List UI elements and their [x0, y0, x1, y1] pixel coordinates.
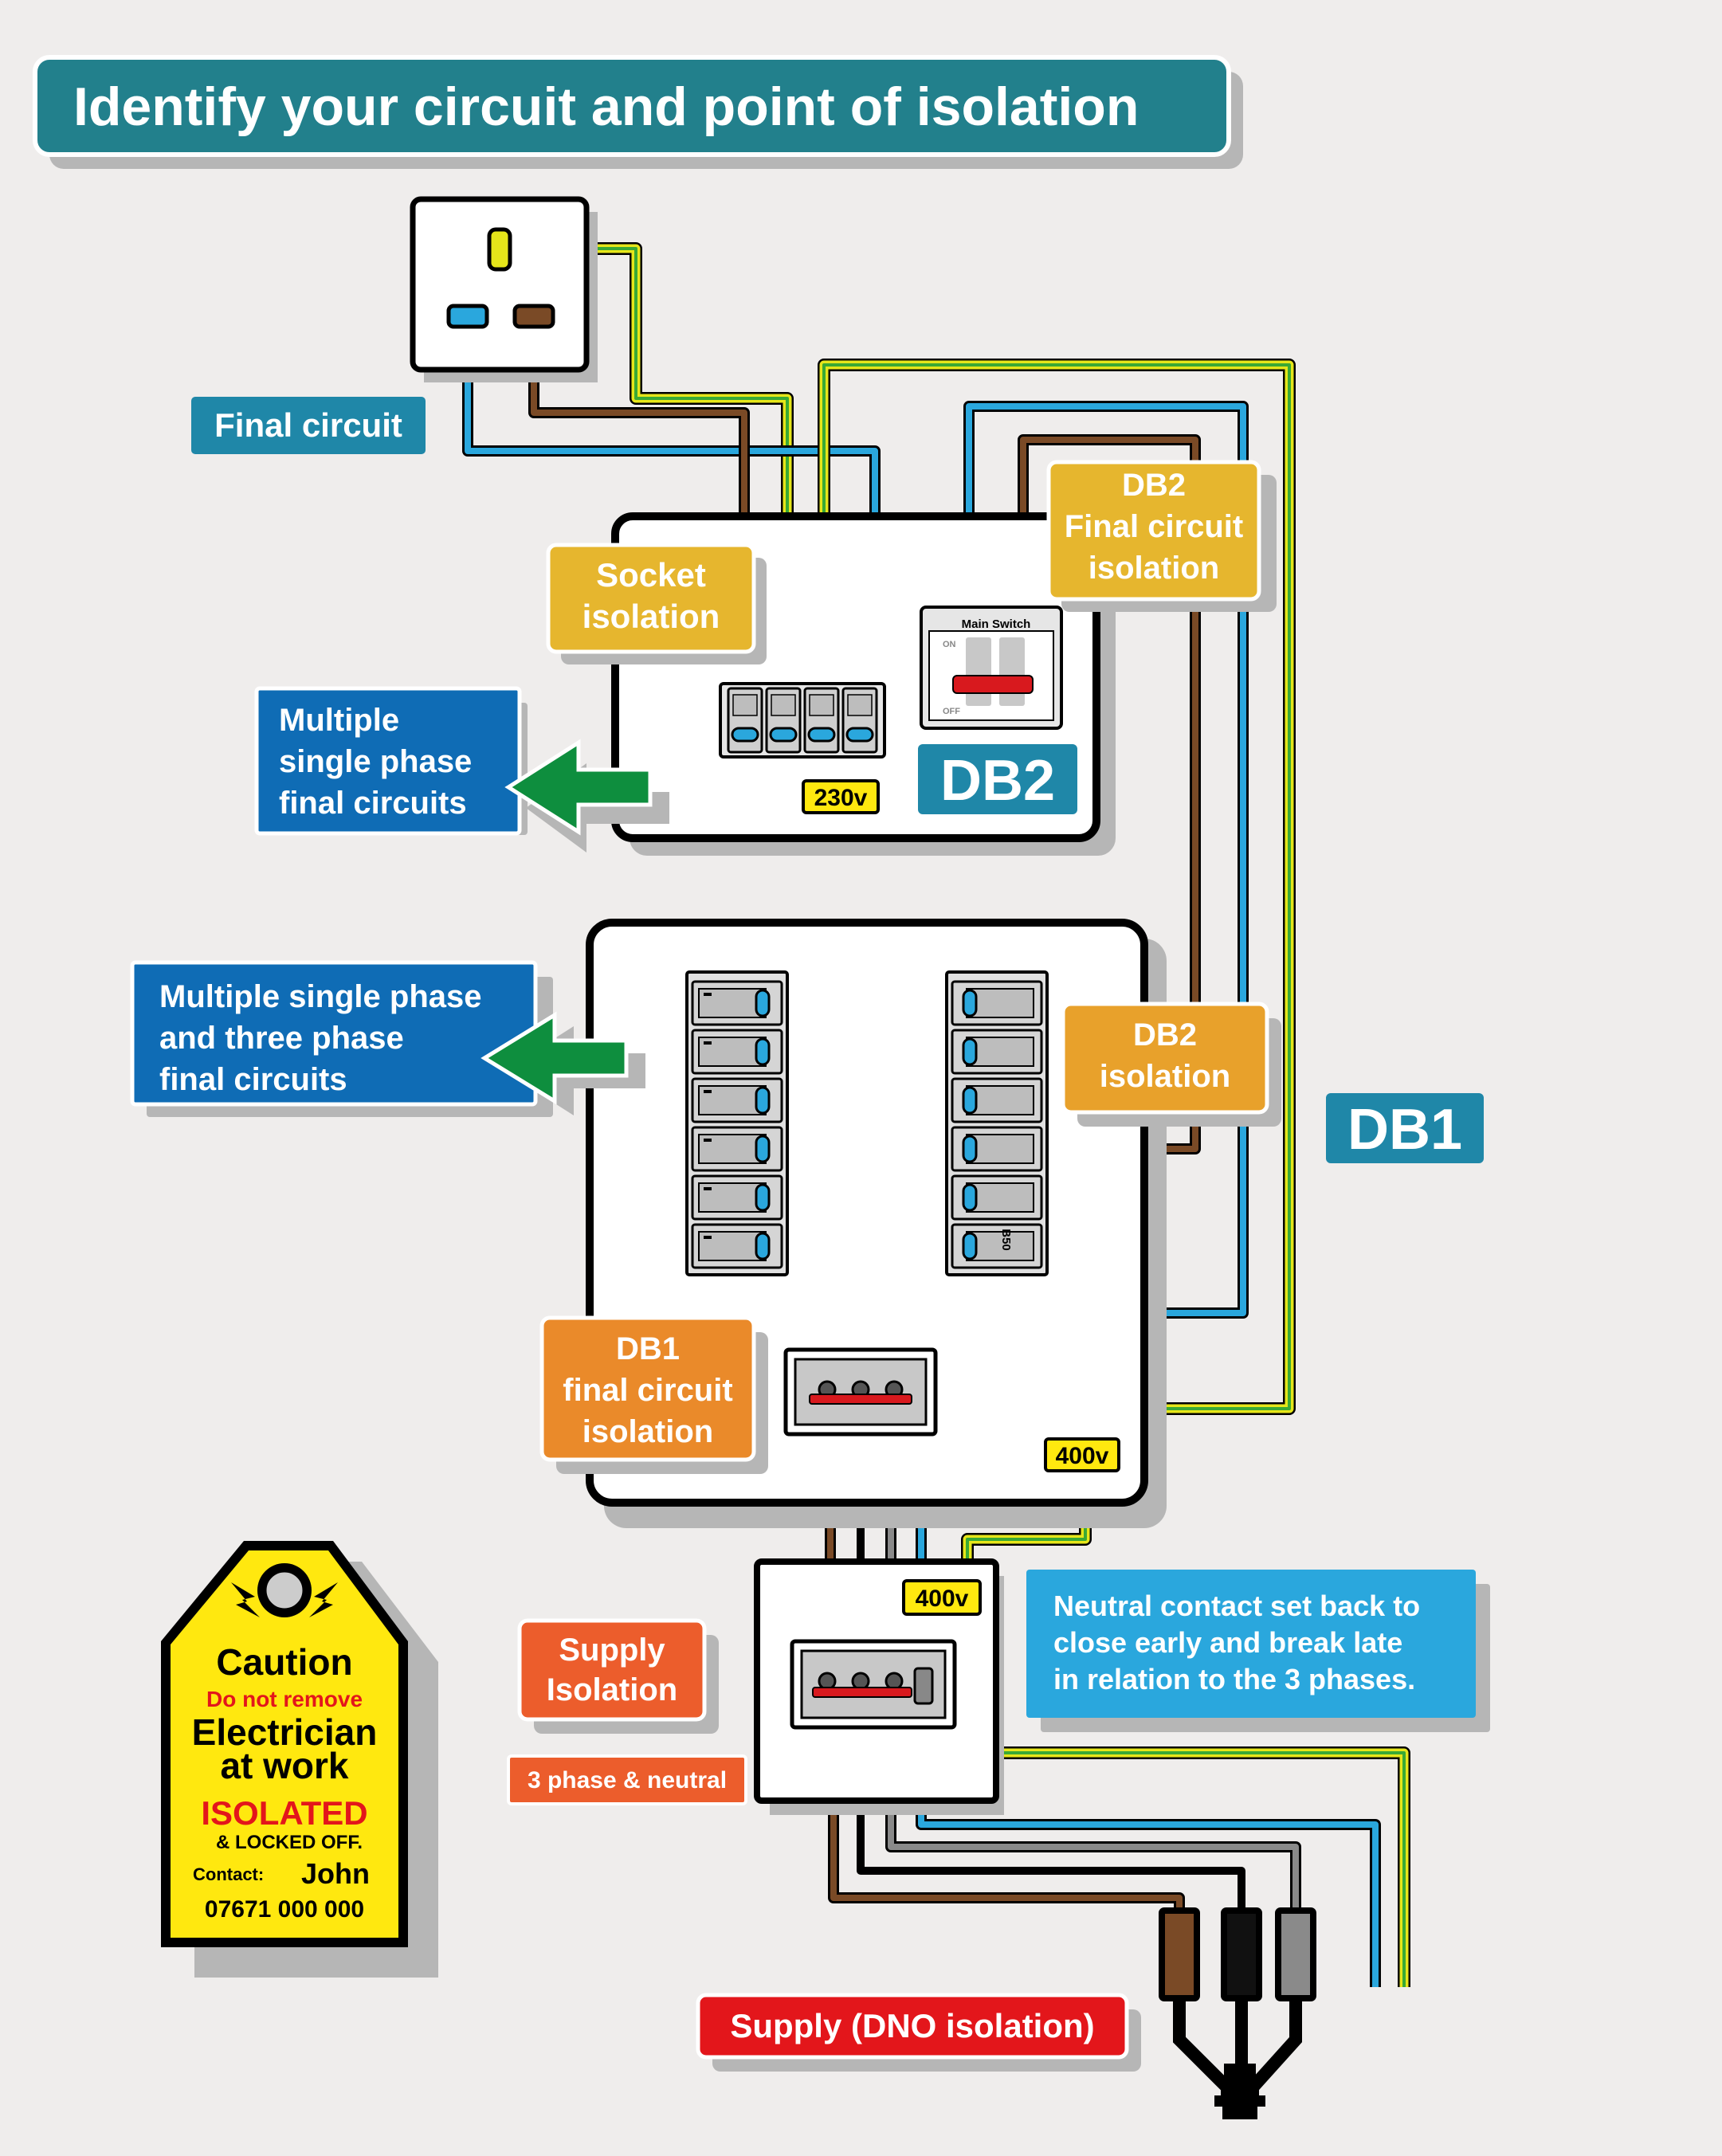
db1-voltage-badge — [1044, 1437, 1120, 1472]
db2-mcb — [727, 687, 763, 754]
db1-final-iso-text-3: isolation — [582, 1414, 713, 1449]
supply-isolator: 400v — [754, 1558, 1004, 1815]
neutral-note-text-3: in relation to the 3 phases. — [1053, 1663, 1415, 1695]
dno-supply-cable — [1159, 1907, 1316, 2119]
db1-multi-text-3: final circuits — [159, 1062, 347, 1097]
db2-mcb — [765, 687, 802, 754]
db1-right-mcb — [951, 1126, 1043, 1172]
tag-caution-text: Caution — [216, 1641, 352, 1683]
tag-phone-text: 07671 000 000 — [205, 1896, 364, 1923]
supply-isolation-text-2: Isolation — [547, 1672, 677, 1707]
db1-left-mcb — [691, 1126, 783, 1172]
socket-neutral-pin — [446, 304, 489, 329]
db2-final-iso-text-1: DB2 — [1122, 468, 1186, 503]
db2-mcb-bank — [719, 682, 886, 759]
db2-voltage-badge — [802, 779, 880, 814]
lightning-bolt-right-icon — [309, 1582, 338, 1617]
tag-do-not-remove-text: Do not remove — [206, 1687, 363, 1711]
db2-voltage-text: 230v — [814, 785, 868, 811]
db2-final-iso-text-2: Final circuit — [1065, 509, 1244, 544]
db1-multi-text-1: Multiple single phase — [159, 979, 482, 1014]
db2-name-text: DB2 — [940, 749, 1055, 813]
main-switch-on-label: ON — [943, 640, 956, 649]
dno-isolation-label — [696, 1993, 1129, 2060]
final-circuit-text: Final circuit — [214, 406, 402, 444]
dno-isolation-text: Supply (DNO isolation) — [730, 2007, 1094, 2044]
tag-contact-label: Contact: — [193, 1864, 264, 1884]
db1-final-circuit-isolation-label — [539, 1315, 756, 1462]
caution-lockout-tag: Caution Do not remove Electrician at wor… — [161, 1541, 438, 1978]
supply-isolation-text-1: Supply — [559, 1633, 665, 1668]
db1-left-mcb — [691, 1223, 783, 1269]
db1-right-mcb — [951, 1029, 1043, 1075]
socket-isolation-label — [546, 543, 756, 654]
neutral-note-text-2: close early and break late — [1053, 1626, 1402, 1659]
tag-line1-text: Electrician — [192, 1711, 378, 1753]
db1-final-iso-text-2: final circuit — [563, 1373, 732, 1408]
db1-left-mcb — [691, 1029, 783, 1075]
db1-left-mcb — [691, 980, 783, 1026]
db1-right-mcb — [951, 980, 1043, 1026]
db2-multiple-circuits-label — [254, 686, 522, 836]
db2-multi-text-1: Multiple — [279, 703, 399, 738]
db2-final-iso-text-3: isolation — [1089, 551, 1219, 586]
main-switch-handle — [952, 675, 1034, 694]
socket-isolation-text-1: Socket — [596, 556, 706, 594]
breaker-rating-text: B50 — [999, 1229, 1013, 1251]
db1-name-badge — [1326, 1093, 1484, 1163]
db1-left-mcb — [691, 1174, 783, 1221]
page-title: Identify your circuit and point of isola… — [73, 76, 1139, 137]
supply-voltage-text: 400v — [916, 1586, 969, 1612]
db1-final-iso-text-1: DB1 — [616, 1331, 680, 1366]
tag-eyelet-icon — [264, 1570, 305, 1611]
db1-right-mcb — [951, 1174, 1043, 1221]
db2-mcb — [841, 687, 878, 754]
final-circuit-label — [191, 397, 426, 454]
db1-left-mcb — [691, 1077, 783, 1123]
neutral-note-text-1: Neutral contact set back to — [1053, 1590, 1420, 1622]
main-switch-off-label: OFF — [943, 707, 960, 716]
socket-isolation-text-2: isolation — [582, 598, 720, 635]
tag-line2-text: at work — [220, 1745, 348, 1786]
tag-isolated-text: ISOLATED — [201, 1794, 367, 1832]
three-phase-neutral-label — [507, 1754, 747, 1805]
db2-isolation-text-2: isolation — [1100, 1059, 1230, 1094]
db2-isolation-label — [1061, 1002, 1269, 1115]
tag-contact-name: John — [301, 1857, 370, 1890]
neutral-note-box — [1026, 1570, 1476, 1718]
supply-isolation-label — [517, 1618, 707, 1722]
db2-multi-text-3: final circuits — [279, 786, 467, 821]
title-banner — [33, 55, 1231, 157]
lightning-bolt-left-icon — [231, 1582, 260, 1617]
db2-name-badge — [918, 744, 1077, 814]
socket-outlet — [410, 196, 598, 382]
db1-left-arrow-icon — [481, 1011, 629, 1105]
db1-multi-text-2: and three phase — [159, 1021, 404, 1056]
socket-earth-pin — [487, 227, 512, 272]
db1-right-mcb — [951, 1077, 1043, 1123]
db2-left-arrow-icon — [504, 739, 653, 836]
db2-multi-text-2: single phase — [279, 744, 472, 779]
db2-mcb — [803, 687, 840, 754]
db2-final-circuit-isolation-label — [1046, 460, 1261, 602]
db2-main-switch: Main Switch ON OFF — [920, 606, 1063, 730]
db1-name-text: DB1 — [1347, 1098, 1462, 1162]
tag-locked-text: & LOCKED OFF. — [216, 1832, 363, 1853]
db2-isolation-text-1: DB2 — [1133, 1017, 1197, 1053]
main-switch-label: Main Switch — [962, 617, 1031, 631]
db1-voltage-text: 400v — [1056, 1443, 1109, 1469]
db1-right-mcb — [951, 1223, 1043, 1269]
db1-isolator-switch — [783, 1347, 938, 1437]
socket-line-pin — [512, 304, 555, 329]
supply-voltage-badge — [902, 1579, 982, 1616]
three-phase-neutral-text: 3 phase & neutral — [528, 1767, 727, 1793]
